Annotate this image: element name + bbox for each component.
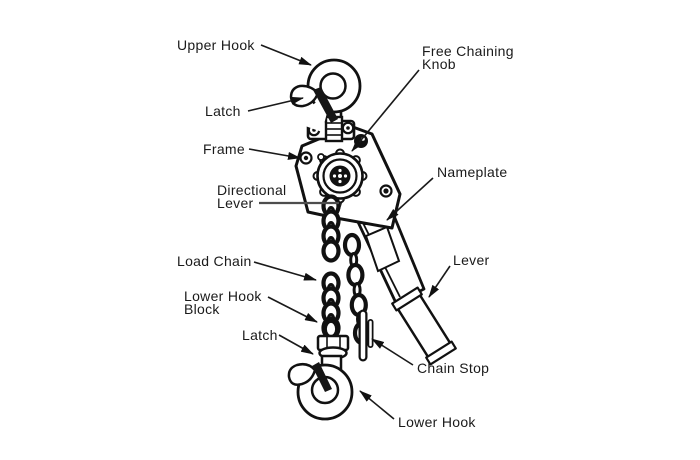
leader-latch-lower	[278, 334, 314, 355]
lower-hook-drawing	[287, 358, 354, 421]
label-lower-hook-block-line1: Lower Hook	[184, 288, 262, 304]
part-labels: Upper Hook Latch Frame Directional Lever…	[177, 37, 514, 430]
label-upper-hook: Upper Hook	[177, 37, 255, 53]
label-lower-hook-block-line2: Block	[184, 301, 220, 317]
leader-nameplate	[386, 177, 434, 221]
leader-frame	[248, 148, 301, 160]
leader-latch-upper	[247, 96, 304, 112]
frame-drawing	[294, 124, 402, 230]
label-nameplate: Nameplate	[437, 164, 507, 180]
label-free-chaining-knob-line2: Knob	[422, 56, 456, 72]
lever-grip-drawing	[391, 286, 457, 366]
upper-hook-drawing	[289, 58, 362, 132]
label-chain-stop: Chain Stop	[417, 360, 489, 376]
label-directional-lever-line2: Lever	[217, 195, 254, 211]
label-lever: Lever	[453, 252, 490, 268]
leader-lower-hook-block	[267, 296, 318, 323]
label-latch-lower: Latch	[242, 327, 278, 343]
label-load-chain: Load Chain	[177, 253, 252, 269]
label-free-chaining-knob-line1: Free Chaining	[422, 43, 514, 59]
label-directional-lever-line1: Directional	[217, 182, 286, 198]
leader-chain-stop	[371, 338, 414, 366]
hoist-illustration	[287, 58, 457, 421]
label-latch-upper: Latch	[205, 103, 241, 119]
label-frame: Frame	[203, 141, 245, 157]
load-chain-drawing	[321, 194, 341, 340]
leader-upper-hook	[260, 44, 312, 66]
label-lower-hook: Lower Hook	[398, 414, 476, 430]
lower-latch-drawing	[312, 362, 332, 392]
chain-stop-drawing	[358, 309, 374, 362]
leader-load-chain	[253, 261, 317, 281]
leader-lower-hook	[359, 390, 395, 420]
leader-lines	[247, 44, 451, 420]
nameplate-drawing	[364, 225, 401, 273]
upper-latch-drawing	[313, 87, 338, 123]
leader-lever	[428, 265, 451, 298]
free-chaining-knob-drawing	[312, 148, 368, 204]
leader-free-chaining-knob	[351, 69, 420, 152]
